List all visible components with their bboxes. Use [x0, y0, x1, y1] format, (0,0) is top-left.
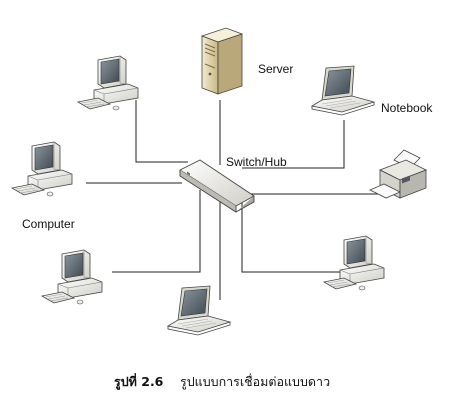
notebook-icon-top-right [311, 65, 375, 116]
computer-icon-bottom-left [41, 249, 103, 305]
cable-notebook-top [242, 120, 345, 169]
cable-pc-bottom-left [112, 190, 201, 273]
network-cables [86, 100, 378, 300]
cable-pc-top-left [135, 100, 188, 163]
printer-icon [369, 149, 427, 199]
label-switch-hub: Switch/Hub [226, 155, 287, 169]
label-computer: Computer [22, 217, 75, 231]
server-icon [200, 27, 244, 95]
label-server: Server [258, 62, 293, 76]
caption-text: รูปแบบการเชื่อมต่อแบบดาว [180, 373, 330, 390]
switch-hub-icon [179, 159, 255, 213]
label-notebook: Notebook [381, 101, 433, 115]
caption-number: รูปที่ 2.6 [114, 373, 164, 390]
cable-pc-bottom-right [241, 200, 346, 273]
computer-icon-left [11, 141, 73, 197]
notebook-icon-bottom [167, 285, 231, 336]
computer-icon-bottom-right [323, 235, 385, 291]
computer-icon-top-left [77, 55, 139, 111]
